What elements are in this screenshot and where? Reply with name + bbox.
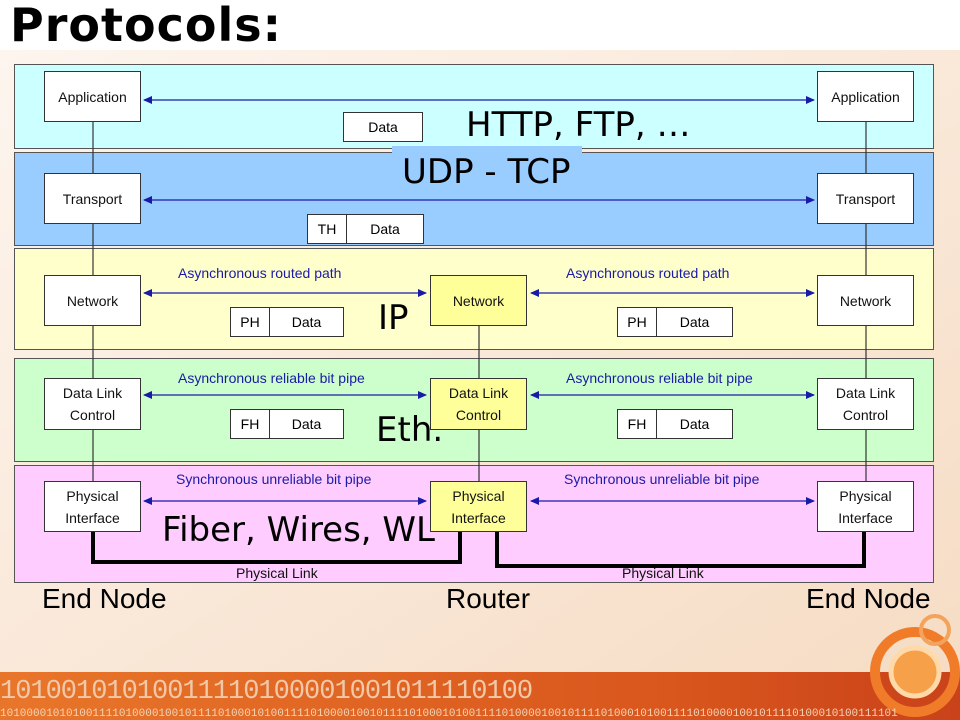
layer-label-application: HTTP, FTP, … bbox=[466, 105, 691, 145]
packet-data: Data bbox=[370, 221, 400, 237]
physical-link-label-right: Physical Link bbox=[622, 565, 704, 581]
right-datalink-box: Data Link Control bbox=[817, 378, 914, 430]
layer-label-physical: Fiber, Wires, WL bbox=[162, 510, 435, 550]
transport-label-backdrop bbox=[392, 146, 582, 196]
right-application-box: Application bbox=[817, 71, 914, 122]
physical-link-label-left: Physical Link bbox=[236, 565, 318, 581]
page-title: Protocols: bbox=[10, 0, 283, 52]
network-packet-right: PH Data bbox=[617, 307, 733, 337]
right-transport-box: Transport bbox=[817, 173, 914, 224]
packet-header-fh: FH bbox=[231, 410, 270, 438]
right-network-box: Network bbox=[817, 275, 914, 326]
end-node-right-label: End Node bbox=[806, 583, 931, 614]
packet-data: Data bbox=[291, 416, 322, 432]
packet-data: Data bbox=[368, 119, 398, 135]
packet-data: Data bbox=[291, 314, 322, 330]
transport-packet: TH Data bbox=[307, 214, 424, 244]
left-datalink-box: Data Link Control bbox=[44, 378, 141, 430]
packet-data: Data bbox=[679, 416, 710, 432]
binary-footer-line-1: 10100101010011110100001001011110100 bbox=[0, 677, 533, 707]
layer-label-network: IP bbox=[378, 298, 409, 338]
datalink-packet-right: FH Data bbox=[617, 409, 733, 439]
binary-footer-line-2: 1010000101010011110100001001011110100010… bbox=[0, 708, 898, 720]
network-packet-left: PH Data bbox=[230, 307, 344, 337]
application-band bbox=[14, 64, 934, 149]
unreliable-pipe-label-right: Synchronous unreliable bit pipe bbox=[564, 471, 760, 487]
left-application-box: Application bbox=[44, 71, 141, 122]
packet-data: Data bbox=[679, 314, 710, 330]
router-label: Router bbox=[446, 583, 531, 614]
right-physical-box: Physical Interface bbox=[817, 481, 914, 532]
routed-path-label-right: Asynchronous routed path bbox=[566, 265, 730, 281]
decorative-circles bbox=[870, 614, 960, 717]
left-transport-box: Transport bbox=[44, 173, 141, 224]
packet-header-ph: PH bbox=[618, 308, 657, 336]
end-node-left-label: End Node bbox=[42, 583, 167, 614]
datalink-packet-left: FH Data bbox=[230, 409, 344, 439]
packet-header-ph: PH bbox=[231, 308, 270, 336]
binary-footer: 10100101010011110100001001011110100 1010… bbox=[0, 675, 960, 720]
router-datalink-box: Data Link Control bbox=[430, 378, 527, 430]
left-physical-box: Physical Interface bbox=[44, 481, 141, 532]
reliable-pipe-label-right: Asynchronous reliable bit pipe bbox=[566, 370, 753, 386]
layer-label-transport: UDP - TCP bbox=[402, 152, 571, 192]
packet-header-fh: FH bbox=[618, 410, 657, 438]
left-network-box: Network bbox=[44, 275, 141, 326]
router-network-box: Network bbox=[430, 275, 527, 326]
routed-path-label-left: Asynchronous routed path bbox=[178, 265, 342, 281]
reliable-pipe-label-left: Asynchronous reliable bit pipe bbox=[178, 370, 365, 386]
application-data-packet: Data bbox=[343, 112, 423, 142]
router-physical-box: Physical Interface bbox=[430, 481, 527, 532]
unreliable-pipe-label-left: Synchronous unreliable bit pipe bbox=[176, 471, 372, 487]
packet-header-th: TH bbox=[308, 215, 347, 243]
